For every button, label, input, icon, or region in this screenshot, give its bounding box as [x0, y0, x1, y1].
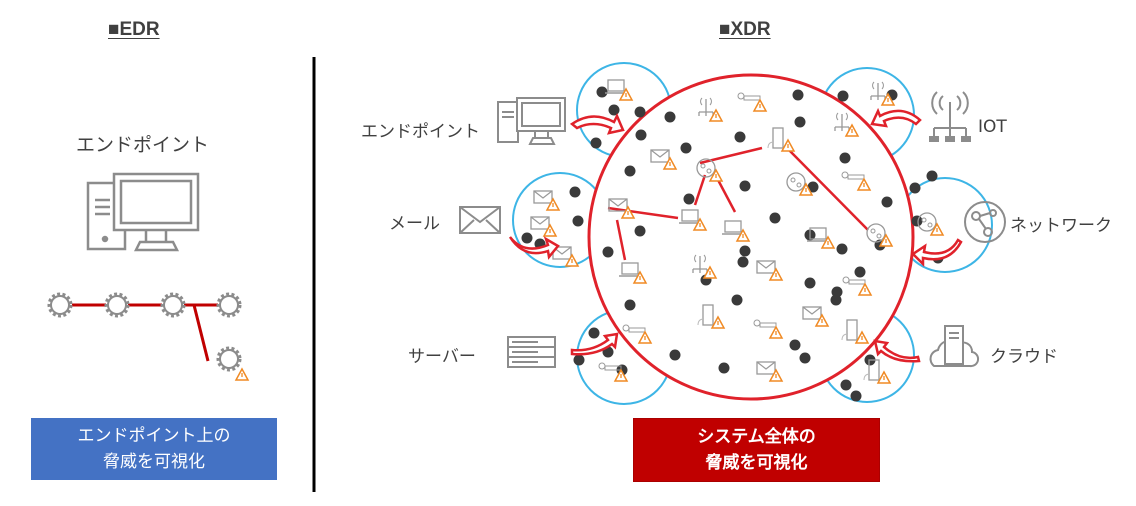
ingest-arrow — [911, 238, 963, 268]
process-gear-icon — [104, 292, 130, 318]
source-label-server: サーバー — [408, 347, 476, 367]
source-label-iot: IOT — [978, 117, 1007, 137]
process-gear-icon — [47, 292, 73, 318]
threat-link-line — [607, 206, 679, 220]
event-dot — [569, 186, 581, 198]
event-dot — [850, 390, 862, 402]
server-rack-icon — [507, 336, 556, 368]
threat-link-line — [715, 177, 737, 213]
event-dot — [634, 225, 646, 237]
event-dot — [840, 379, 852, 391]
network-globe-icon — [964, 201, 1006, 243]
event-dot — [792, 89, 804, 101]
iot-antenna-icon — [929, 91, 971, 142]
event-dot — [596, 86, 608, 98]
event-dot — [799, 352, 811, 364]
event-dot — [683, 193, 695, 205]
cloud-server-icon — [929, 325, 980, 368]
event-dot — [926, 170, 938, 182]
event-dot — [731, 294, 743, 306]
edr-heading: ■EDR — [108, 19, 160, 40]
event-dot — [734, 131, 746, 143]
event-dot — [831, 286, 843, 298]
endpoint-pc-icon — [497, 97, 566, 145]
event-dot — [837, 90, 849, 102]
source-label-network: ネットワーク — [1010, 216, 1112, 236]
process-gear-icon — [216, 292, 242, 318]
event-dot — [634, 106, 646, 118]
xdr-heading: ■XDR — [719, 19, 771, 40]
threat-link-line — [786, 147, 869, 231]
source-label-mail: メール — [389, 214, 440, 234]
event-dot — [830, 294, 842, 306]
process-chain — [47, 292, 249, 381]
event-dot — [739, 245, 751, 257]
event-dot — [680, 142, 692, 154]
xdr-system-circle — [587, 73, 915, 401]
process-gear-icon — [160, 292, 186, 318]
event-dot — [588, 327, 600, 339]
source-label-cloud: クラウド — [990, 347, 1058, 367]
event-dot — [739, 180, 751, 192]
xdr-summary-line2: 脅威を可視化 — [705, 453, 808, 473]
ingest-arrow — [873, 339, 921, 363]
ingest-arrow — [570, 332, 619, 356]
event-dot — [608, 104, 620, 116]
event-dot — [572, 215, 584, 227]
xdr-summary-line1: システム全体の — [697, 427, 816, 447]
event-dot — [573, 354, 585, 366]
edr-summary-line2: 脅威を可視化 — [103, 452, 205, 472]
threat-link-line — [615, 219, 627, 261]
ingest-arrow — [508, 236, 560, 260]
event-dot — [789, 339, 801, 351]
mail-envelope-icon — [459, 206, 501, 234]
ingest-arrow — [870, 107, 922, 128]
event-dot — [664, 111, 676, 123]
event-dot — [602, 246, 614, 258]
event-dot — [911, 215, 923, 227]
event-dot — [635, 129, 647, 141]
desktop-pc-icon — [86, 172, 200, 252]
edr-endpoint-label: エンドポイント — [76, 134, 210, 156]
event-dot — [854, 266, 866, 278]
event-dot — [794, 116, 806, 128]
event-dot — [836, 243, 848, 255]
event-dot — [804, 277, 816, 289]
source-label-endpoint: エンドポイント — [361, 122, 480, 142]
edr-summary-line1: エンドポイント上の — [77, 426, 231, 446]
threat-link-line — [693, 174, 707, 206]
event-dot — [624, 299, 636, 311]
event-dot — [881, 196, 893, 208]
event-dot — [807, 181, 819, 193]
event-dot — [590, 137, 602, 149]
event-dot — [669, 349, 681, 361]
event-dot — [839, 152, 851, 164]
event-dot — [624, 165, 636, 177]
event-dot — [909, 182, 921, 194]
warning-icon — [235, 368, 249, 381]
event-dot — [718, 362, 730, 374]
event-dot — [521, 232, 533, 244]
event-dot — [769, 212, 781, 224]
edr-summary-box: エンドポイント上の 脅威を可視化 — [31, 418, 277, 480]
ingest-arrow — [569, 113, 625, 135]
event-dot — [737, 256, 749, 268]
xdr-summary-box: システム全体の 脅威を可視化 — [633, 418, 880, 482]
infected-process-gear-icon — [216, 346, 242, 372]
